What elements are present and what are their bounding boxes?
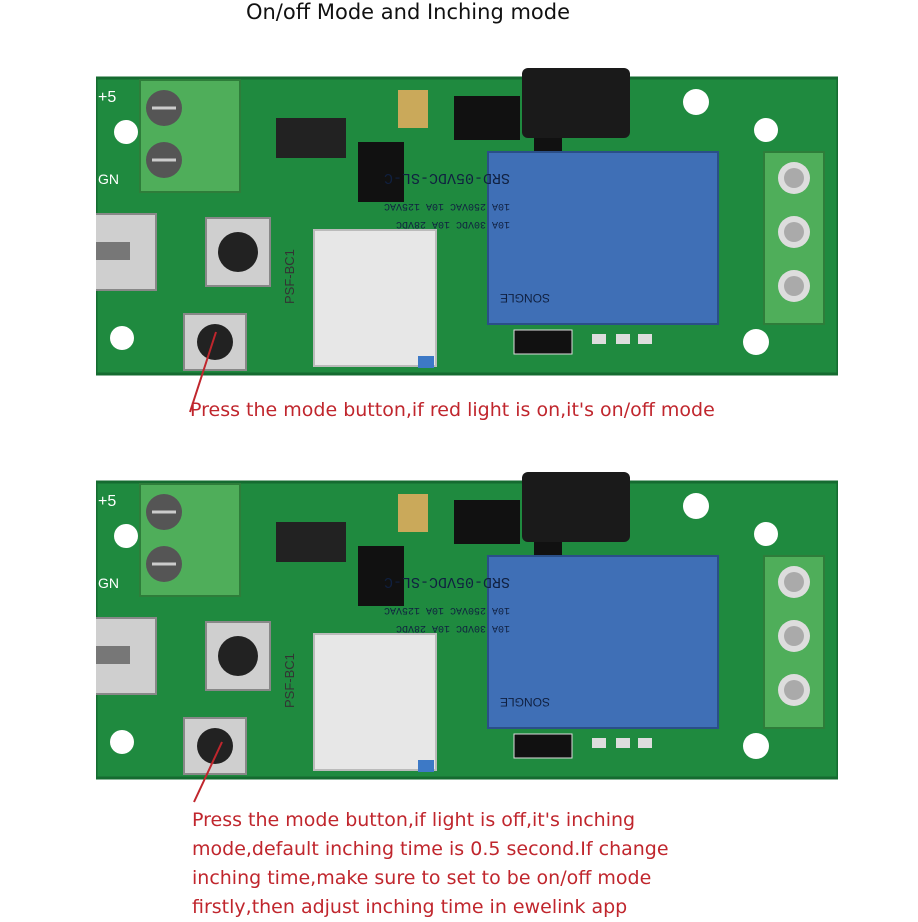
module-label-1: PSF-BC1 — [282, 653, 297, 708]
caption-inching-line-1: Press the mode button,if light is off,it… — [192, 809, 636, 831]
page-title: On/off Mode and Inching mode — [245, 0, 571, 24]
module-label-1: PSF-BC1 — [282, 249, 297, 304]
label-gnd: GN — [98, 171, 119, 187]
pointer-line-2 — [193, 741, 223, 803]
caption-inching-mode: Press the mode button,if light is off,it… — [192, 806, 892, 922]
relay-brand: SONGLE — [500, 291, 550, 305]
label-gnd: GN — [98, 575, 119, 591]
caption-inching-line-2: mode,default inching time is 0.5 second.… — [192, 838, 669, 860]
label-plus5: +5 — [98, 89, 116, 106]
relay-board-inching: +5 GN PSF-BC1 SRD-05VDC-SL-C 10A 250VAC … — [96, 470, 838, 780]
label-plus5: +5 — [98, 493, 116, 510]
caption-inching-line-4: firstly,then adjust inching time in ewel… — [192, 896, 628, 918]
relay-rating-1: 10A 250VAC 10A 125VAC — [384, 604, 510, 615]
pointer-line-1 — [189, 331, 217, 413]
relay-rating-2: 10A 30VDC 10A 28VDC — [396, 622, 510, 633]
relay-rating-1: 10A 250VAC 10A 125VAC — [384, 200, 510, 211]
relay-model: SRD-05VDC-SL-C — [384, 573, 510, 590]
caption-onoff-mode: Press the mode button,if red light is on… — [190, 399, 715, 421]
relay-rating-2: 10A 30VDC 10A 28VDC — [396, 218, 510, 229]
caption-inching-line-3: inching time,make sure to set to be on/o… — [192, 867, 652, 889]
relay-model: SRD-05VDC-SL-C — [384, 169, 510, 186]
relay-board-onoff: +5 GN PSF-BC1 SRD-05VDC-SL-C 10A 250VAC … — [96, 66, 838, 376]
relay-brand: SONGLE — [500, 695, 550, 709]
